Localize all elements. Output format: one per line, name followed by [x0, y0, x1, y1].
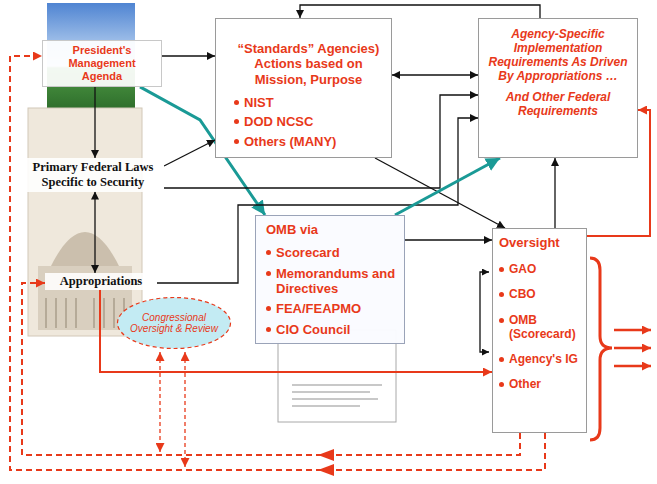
list-item: FEA/FEAPMO: [276, 301, 361, 316]
review-link: [159, 352, 160, 452]
bullet-dot: [499, 357, 504, 362]
box-heading: “Standards” Agencies) Actions based on M…: [234, 41, 383, 87]
list-row: GAO: [499, 262, 582, 276]
bullet-dot: [266, 271, 271, 276]
bullet-dot: [234, 139, 239, 144]
list-row: Other: [499, 377, 582, 391]
connector-arrow: [94, 87, 95, 158]
review-ellipse: Congressional Oversight & Review: [116, 296, 232, 350]
list-item: Agency's IG: [509, 352, 578, 366]
list-row: OMB (Scorecard): [499, 313, 582, 341]
bullet-dot: [499, 267, 504, 272]
connector-arrow: [395, 158, 500, 215]
capitol-dome: [50, 232, 120, 268]
box-heading: Appropriations: [48, 274, 154, 289]
bullet-dot: [234, 100, 239, 105]
list-row: CBO: [499, 287, 582, 301]
brace-arrow: [614, 347, 651, 350]
bullet-dot: [499, 292, 504, 297]
requirements-box: Agency-Specific Implementation Requireme…: [478, 18, 638, 158]
box-heading: President's Management Agenda: [47, 44, 157, 83]
list-item: CBO: [509, 287, 536, 301]
connector-arrow: [300, 5, 540, 18]
bullet-dot: [499, 382, 504, 387]
document-lines: [292, 385, 382, 406]
connector-arrow: [162, 55, 215, 56]
connector-arrow: [94, 192, 95, 274]
capitol-photo: [28, 108, 142, 336]
box-text: And Other Federal Requirements: [485, 90, 631, 118]
capitol-columns: [46, 298, 124, 328]
list-item: Others (MANY): [244, 134, 336, 149]
bullet-dot: [266, 327, 271, 332]
list-item: GAO: [509, 262, 536, 276]
ellipse-shape: [118, 298, 231, 349]
agenda-box: President's Management Agenda: [42, 40, 162, 87]
connector-arrow: [554, 158, 555, 228]
box-heading: Primary Federal Laws Specific to Securit…: [25, 160, 161, 190]
curly-brace: [590, 258, 612, 440]
bullet-dot: [499, 318, 504, 323]
laws-box: Primary Federal Laws Specific to Securit…: [22, 158, 164, 192]
bracket-line: [480, 272, 489, 352]
list-item: NIST: [244, 95, 274, 110]
connector-arrow: [164, 140, 215, 166]
list-item: Memorandums and Directives: [276, 266, 396, 297]
connector-arrow: [100, 290, 492, 372]
box-heading: OMB via: [266, 222, 396, 237]
connector-arrow: [10, 56, 545, 470]
list-row: NIST: [234, 95, 383, 110]
brace-arrow: [614, 365, 651, 368]
list-row: DOD NCSC: [234, 114, 383, 129]
bullet-dot: [266, 306, 271, 311]
list-row: Memorandums and Directives: [266, 266, 396, 297]
brace-arrow: [614, 329, 651, 332]
list-item: Other: [509, 377, 541, 391]
standards-box: “Standards” Agencies) Actions based on M…: [215, 18, 392, 158]
bullet-dot: [234, 119, 239, 124]
list-row: FEA/FEAPMO: [266, 301, 396, 316]
list-row: Scorecard: [266, 245, 396, 260]
appropriations-box: Appropriations: [45, 273, 157, 290]
connector-arrow: [392, 74, 478, 75]
list-item: Scorecard: [276, 245, 340, 260]
connector-arrow: [157, 118, 478, 283]
omb-box: OMB viaScorecardMemorandums and Directiv…: [255, 215, 405, 344]
list-item: OMB (Scorecard): [509, 313, 582, 341]
oversight-box: OversightGAO CBO OMB (Scorecard) Agency's I…: [492, 228, 587, 433]
list-row: Others (MANY): [234, 134, 383, 149]
box-heading: Agency-Specific Implementation Requireme…: [485, 27, 631, 84]
bullet-dot: [266, 250, 271, 255]
box-heading: Oversight: [499, 235, 582, 250]
box-heading: Congressional Oversight & Review: [129, 312, 219, 335]
list-item: DOD NCSC: [244, 114, 313, 129]
list-item: CIO Council: [276, 322, 350, 337]
connector-arrow: [405, 239, 492, 240]
review-link: [184, 352, 185, 467]
list-row: Agency's IG: [499, 352, 582, 366]
list-row: CIO Council: [266, 322, 396, 337]
